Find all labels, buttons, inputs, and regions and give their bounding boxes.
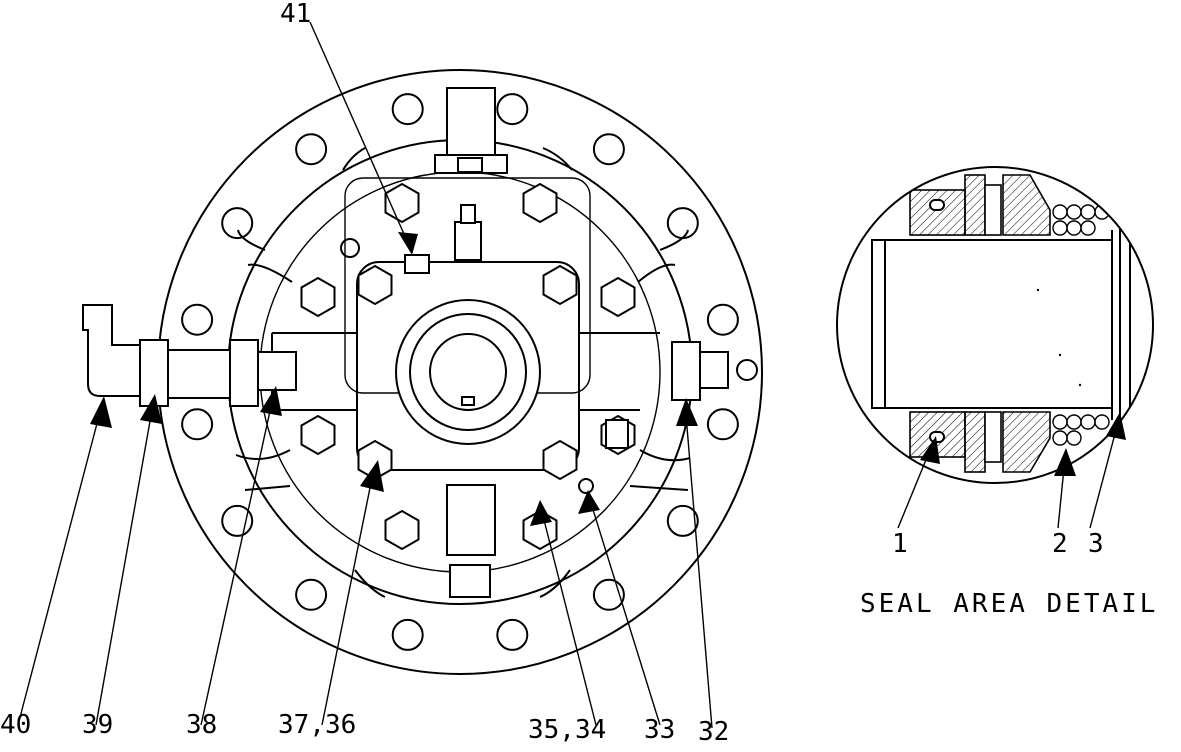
retainer-lower [1002, 411, 1051, 473]
hex-bolt [522, 182, 558, 224]
fitting-32-nipple [699, 351, 729, 389]
callout-39: 39 [82, 710, 113, 740]
flange-bolt-hole [391, 618, 424, 651]
keyway [461, 396, 475, 406]
callout-35-34: 35,34 [528, 715, 606, 745]
side-plug [605, 419, 629, 449]
retainer-upper [1002, 174, 1051, 236]
elbow-40 [82, 304, 143, 397]
callout-41: 41 [280, 0, 311, 29]
shaft [429, 333, 507, 411]
flange-bolt-hole [181, 408, 214, 441]
face-lower [984, 411, 1002, 463]
bottom-nut [449, 564, 491, 598]
hole-33 [578, 478, 594, 494]
flange-bolt-hole [496, 93, 529, 126]
bottom-boss [446, 484, 496, 556]
flange-bolt-hole [666, 504, 699, 537]
callout-33: 33 [644, 715, 675, 745]
main-view: 40 39 38 37,36 35,34 33 32 41 [0, 0, 763, 747]
flange-bolt-hole [181, 303, 214, 336]
hex-bolt [300, 414, 336, 456]
right-fitting [671, 341, 758, 401]
flange-bolt-hole [706, 408, 739, 441]
top-nut [457, 157, 483, 173]
callout-2: 2 [1052, 529, 1068, 559]
flange-bolt-hole [706, 303, 739, 336]
flange-bolt-hole [592, 578, 625, 611]
gland-upper [909, 189, 966, 236]
flange-bolt-hole [221, 504, 254, 537]
fitting-41 [404, 254, 430, 274]
detail-dots [1036, 288, 1082, 387]
detail-arrows [920, 412, 1126, 476]
callout-3: 3 [1088, 529, 1104, 559]
oring-upper [929, 199, 945, 211]
callout-labels: 40 39 38 37,36 35,34 33 32 41 [0, 0, 729, 747]
oring-lower [929, 431, 945, 443]
nipple-38 [257, 351, 297, 391]
callout-40: 40 [0, 710, 31, 740]
flange-bolt-hole [391, 93, 424, 126]
ribs [235, 147, 691, 598]
spring-upper [1052, 204, 1110, 236]
union-39-body [167, 349, 231, 399]
hex-bolt [300, 276, 336, 318]
flange-bolt-hole [592, 133, 625, 166]
detail-caption: SEAL AREA DETAIL [860, 589, 1158, 619]
flange-bolt-hole [666, 207, 699, 240]
hex-bolt [542, 264, 578, 306]
flange-bolt-hole [295, 133, 328, 166]
seat-lower [964, 411, 986, 473]
flange-bolt-hole [496, 618, 529, 651]
spring-lower [1052, 414, 1110, 446]
callout-32: 32 [698, 717, 729, 747]
flange-bolt-hole [221, 207, 254, 240]
detail-circle [836, 166, 1154, 484]
callout-1: 1 [892, 529, 908, 559]
top-boss [446, 87, 496, 159]
detail-leaders [897, 429, 1117, 529]
flange-bolt-holes [181, 93, 739, 651]
hex-bolt [384, 509, 420, 551]
callout-37-36: 37,36 [278, 710, 356, 740]
fitting-32-hex [671, 341, 701, 401]
hex-bolt [357, 264, 393, 306]
bearing-race [409, 313, 527, 431]
hex-bolt [542, 439, 578, 481]
callout-38: 38 [186, 710, 217, 740]
leader-lines [17, 21, 713, 729]
hex-bolt [600, 276, 636, 318]
seat-upper [964, 174, 986, 236]
small-hole [340, 238, 360, 258]
right-small-hole [736, 359, 758, 381]
grease-fitting-cap [460, 204, 476, 224]
union-39-right [229, 339, 259, 407]
flange-bolt-hole [295, 578, 328, 611]
arrow-heads [90, 232, 698, 526]
seal-area-detail: 1 2 3 SEAL AREA DETAIL [836, 166, 1158, 619]
face-upper [984, 184, 1002, 236]
grease-fitting-base [454, 221, 482, 261]
detail-shaft [871, 239, 1113, 409]
left-fittings [82, 304, 297, 407]
